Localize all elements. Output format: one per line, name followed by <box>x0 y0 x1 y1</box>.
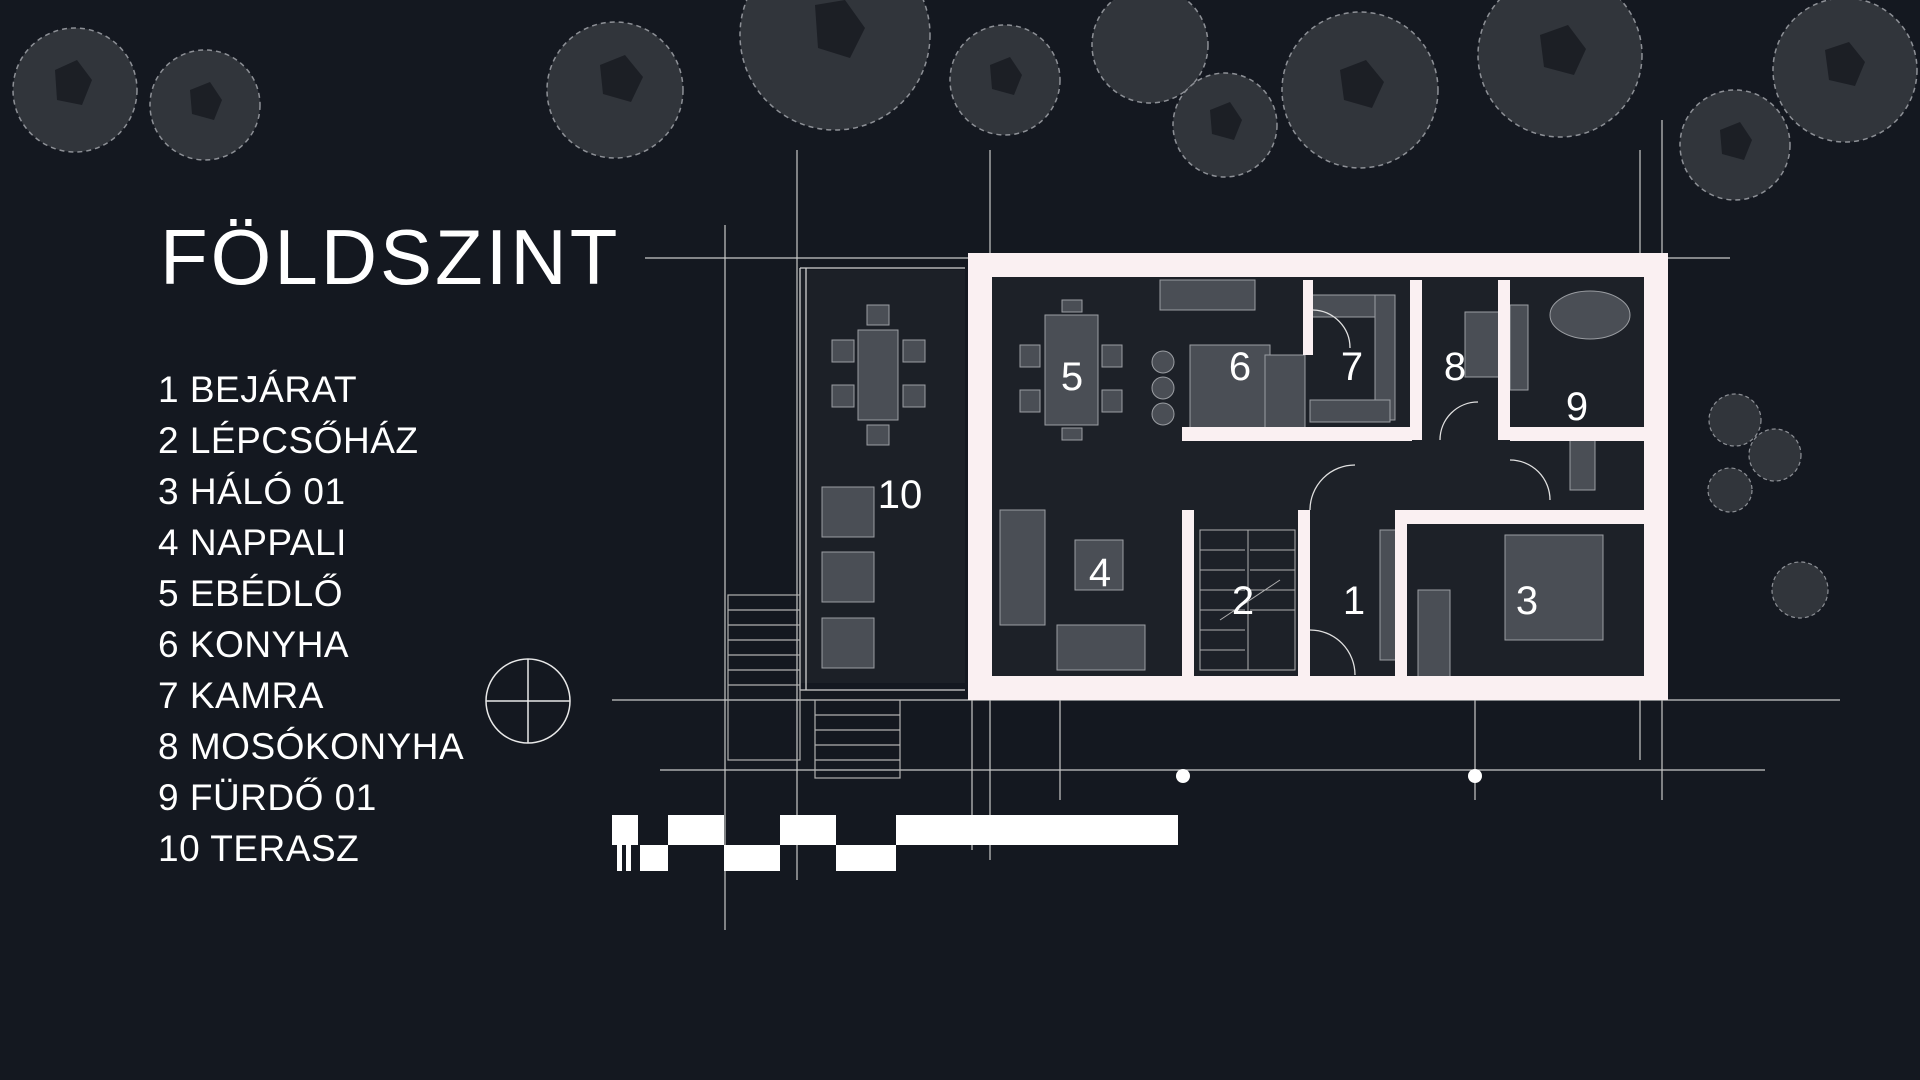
room-label-6: 6 <box>1229 345 1251 389</box>
dimension-dots <box>1176 769 1482 783</box>
page-title: FÖLDSZINT <box>160 213 621 301</box>
legend-item: 8 MOSÓKONYHA <box>158 726 465 767</box>
legend-item: 7 KAMRA <box>158 675 324 716</box>
legend-item: 1 BEJÁRAT <box>158 369 358 410</box>
legend-item: 2 LÉPCSŐHÁZ <box>158 420 419 461</box>
legend-item: 10 TERASZ <box>158 828 360 869</box>
room-label-8: 8 <box>1444 345 1466 389</box>
legend-item: 9 FÜRDŐ 01 <box>158 777 377 818</box>
room-label-1: 1 <box>1343 579 1365 623</box>
tree-canopy <box>12 0 1918 201</box>
room-legend: 1 BEJÁRAT 2 LÉPCSŐHÁZ 3 HÁLÓ 01 4 NAPPAL… <box>158 364 464 874</box>
doors <box>1309 309 1551 676</box>
legend-item: 4 NAPPALI <box>158 522 347 563</box>
terrace-furniture <box>821 304 926 669</box>
shrubs <box>1707 393 1829 619</box>
compass-icon <box>485 658 571 744</box>
walls <box>968 253 1668 700</box>
room-labels: 5 6 7 8 9 4 2 1 3 10 <box>878 345 1588 623</box>
furniture <box>999 279 1631 681</box>
room-label-4: 4 <box>1089 551 1111 595</box>
legend-item: 6 KONYHA <box>158 624 350 665</box>
room-label-7: 7 <box>1341 345 1363 389</box>
room-label-5: 5 <box>1061 355 1083 399</box>
room-label-3: 3 <box>1516 579 1538 623</box>
room-label-10: 10 <box>878 473 923 517</box>
legend-item: 5 EBÉDLŐ <box>158 573 343 614</box>
staircase <box>1199 529 1296 671</box>
terrace-steps <box>727 594 901 779</box>
scale-bar <box>612 815 1178 871</box>
tree-leaves <box>55 0 1865 160</box>
room-label-2: 2 <box>1232 579 1254 623</box>
legend-item: 3 HÁLÓ 01 <box>158 471 346 512</box>
room-label-9: 9 <box>1566 385 1588 429</box>
